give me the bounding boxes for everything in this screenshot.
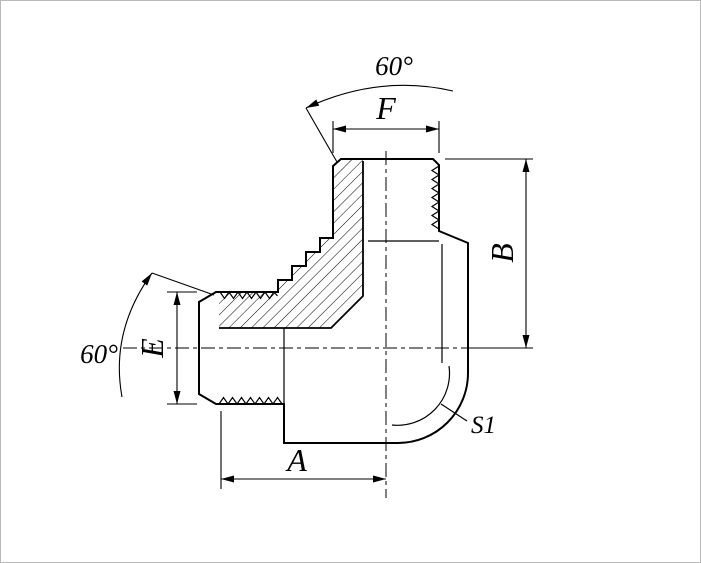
centerlines xyxy=(123,151,529,498)
bore-lines xyxy=(219,161,364,329)
angle-reference-line-left xyxy=(151,272,215,296)
angle-label-left: 60° xyxy=(80,339,118,369)
dimension-e: E xyxy=(134,291,197,405)
top-port-thread-profile xyxy=(430,165,441,230)
dimension-label-e: E xyxy=(134,338,170,359)
left-port-thread-profile-top xyxy=(219,290,278,300)
s1-leader-line xyxy=(440,403,468,422)
dimension-a: A xyxy=(220,411,386,489)
fitting-outline xyxy=(198,158,469,444)
dimension-label-s1: S1 xyxy=(471,412,496,439)
hex-corner-inner-arc xyxy=(391,365,451,426)
dimension-label-f: F xyxy=(375,90,396,126)
angle-arc-top xyxy=(305,84,454,109)
angle-reference-line-top xyxy=(305,107,338,163)
callout-s1: S1 xyxy=(440,403,496,439)
dimension-b: B xyxy=(445,158,533,349)
left-port-thread-profile-bottom xyxy=(218,396,283,406)
fitting-geometry xyxy=(198,158,469,444)
angle-top-60: 60° xyxy=(305,51,454,163)
angle-arc-left xyxy=(118,272,153,398)
angle-label-top: 60° xyxy=(375,51,413,81)
dimension-f: F xyxy=(332,90,440,153)
section-hatch-area xyxy=(219,159,363,328)
dimension-label-b: B xyxy=(484,243,520,263)
dimension-label-a: A xyxy=(285,442,307,478)
angle-left-60: 60° xyxy=(80,272,215,398)
